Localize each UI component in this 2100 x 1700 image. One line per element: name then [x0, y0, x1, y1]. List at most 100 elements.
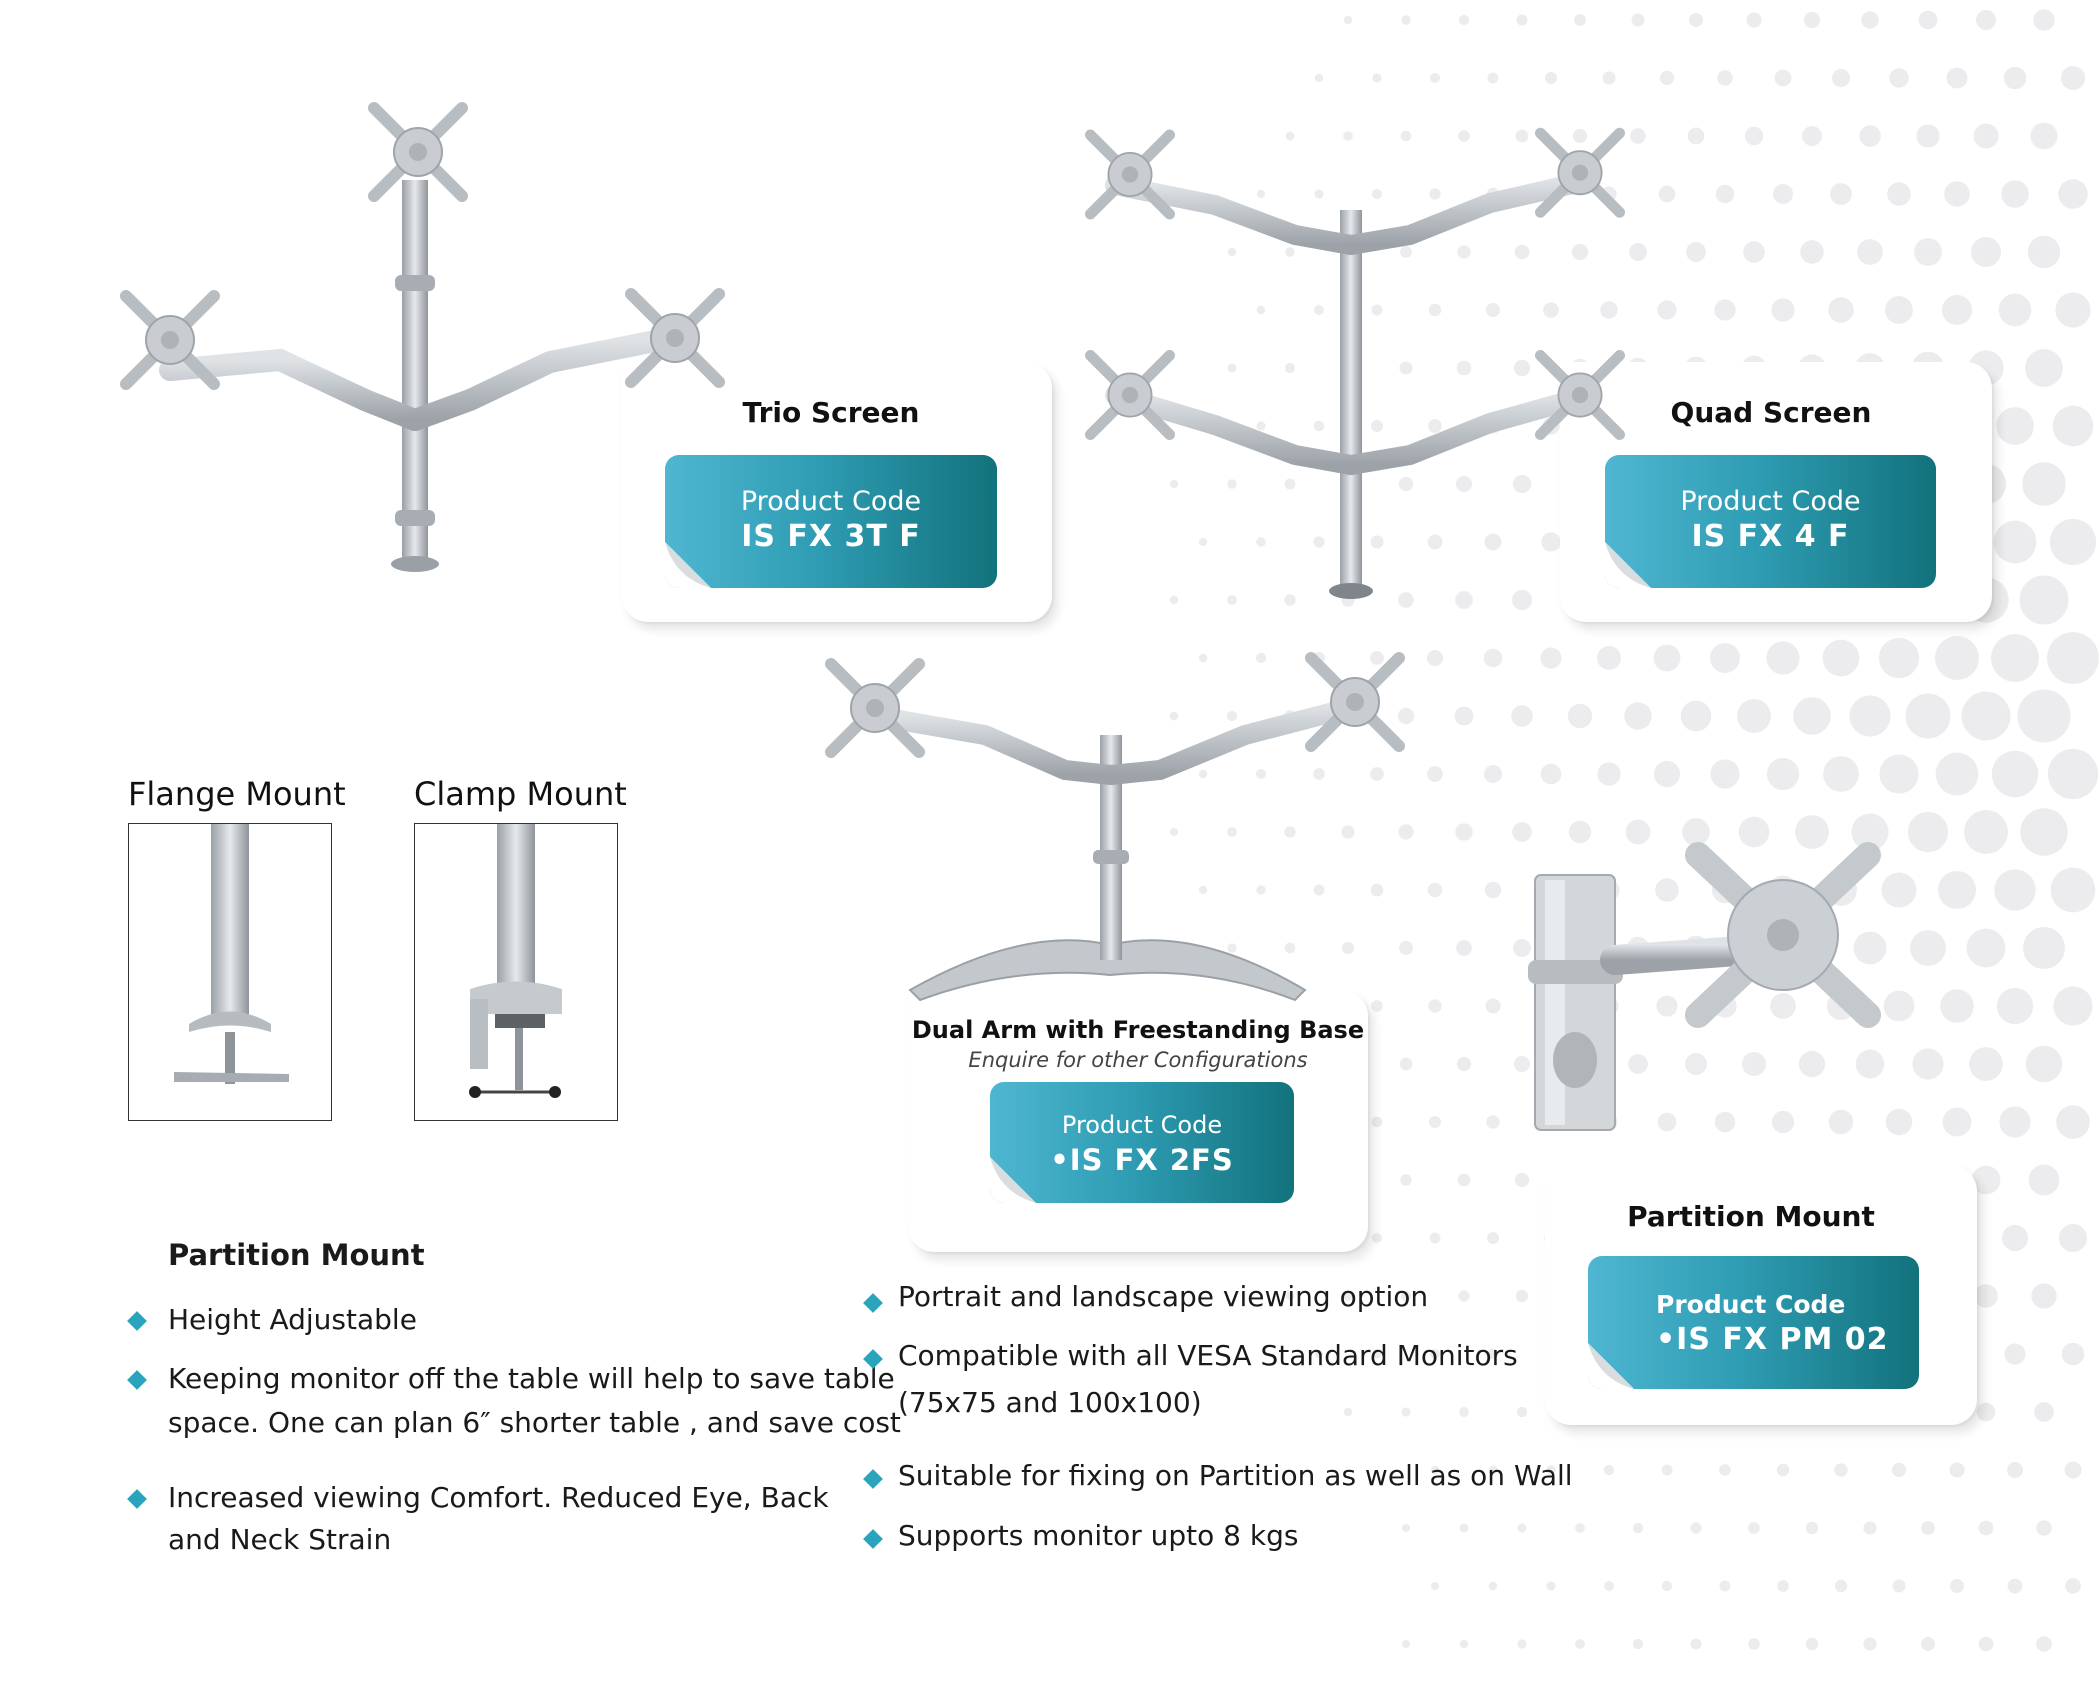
background-dot	[1517, 1523, 1527, 1533]
background-dot	[1834, 1579, 1848, 1593]
background-dot	[1805, 1521, 1819, 1535]
background-dot	[1766, 757, 1800, 791]
background-dot	[1256, 537, 1266, 547]
background-dot	[1400, 246, 1412, 258]
background-dot	[1400, 1174, 1412, 1186]
background-dot	[1314, 73, 1324, 83]
background-dot	[1682, 818, 1710, 846]
background-dot	[1227, 479, 1237, 489]
quad-screen-image	[1085, 125, 1625, 599]
background-dot	[1313, 536, 1325, 548]
background-dot	[1625, 819, 1651, 845]
background-dot	[1285, 1291, 1295, 1301]
background-dot	[1343, 1407, 1353, 1417]
background-dot	[1430, 1349, 1440, 1359]
background-dot	[1976, 10, 1996, 30]
background-dot	[1540, 763, 1562, 785]
background-dot	[1399, 361, 1413, 375]
background-dot	[1455, 823, 1473, 841]
background-dot	[1686, 242, 1706, 262]
background-dot	[1910, 930, 1946, 966]
background-dot	[1568, 820, 1592, 844]
background-dot	[1879, 754, 1919, 794]
clamp-mount-image	[469, 824, 562, 1098]
feature-item: Increased viewing Comfort. Reduced Eye, …	[168, 1481, 829, 1514]
background-dot	[1714, 299, 1736, 321]
background-dot	[1486, 303, 1500, 317]
background-dot	[1372, 73, 1382, 83]
background-dot	[1511, 589, 1533, 611]
background-dot	[2019, 575, 2069, 625]
background-dot	[1459, 1639, 1469, 1649]
background-dot	[1907, 811, 1949, 853]
background-dot	[1921, 1521, 1935, 1535]
background-dot	[1628, 242, 1648, 262]
background-dot	[1803, 11, 1821, 29]
background-dot	[1685, 1053, 1707, 1075]
background-dot	[1805, 1637, 1819, 1651]
feature-item-continued: and Neck Strain	[168, 1523, 392, 1556]
background-dot	[1511, 705, 1533, 727]
background-dot	[2007, 1578, 2023, 1594]
background-dot	[1905, 693, 1951, 739]
background-dot	[1861, 11, 1879, 29]
background-dot	[1370, 883, 1384, 897]
background-dot	[1659, 70, 1675, 86]
page-curl-icon	[1588, 1343, 1634, 1389]
background-dot	[1574, 14, 1586, 26]
background-dot	[1999, 1106, 2031, 1138]
quad-screen-title: Quad Screen	[1670, 396, 1872, 429]
background-dot	[1284, 594, 1296, 606]
background-dot	[1632, 1638, 1644, 1650]
background-dot	[1575, 1523, 1585, 1533]
background-dot	[1429, 188, 1441, 200]
background-dot	[1484, 881, 1502, 899]
background-dot	[1571, 243, 1589, 261]
background-dot	[1427, 882, 1443, 898]
background-dot	[1964, 810, 2008, 854]
background-dot	[1944, 181, 1970, 207]
flange-mount-box	[128, 823, 332, 1121]
background-dot	[2025, 349, 2063, 387]
background-dot	[1313, 884, 1325, 896]
background-dot	[2001, 1224, 2029, 1252]
background-dot	[1657, 300, 1677, 320]
background-dot	[1545, 72, 1557, 84]
product-code-value: •IS FX 2FS	[1050, 1143, 1234, 1177]
background-dot	[2061, 1342, 2085, 1366]
background-dot	[1430, 1581, 1440, 1591]
background-dot	[1656, 995, 1678, 1017]
background-dot	[1991, 634, 2039, 682]
partition-mount-image	[1528, 842, 1881, 1131]
background-dot	[1454, 706, 1474, 726]
background-dot	[1719, 1464, 1731, 1476]
background-dot	[1892, 1579, 1906, 1593]
background-dot	[1256, 189, 1266, 199]
background-dot	[1655, 878, 1679, 902]
background-dot	[1572, 128, 1588, 144]
background-dot	[2017, 689, 2071, 743]
background-dot	[1428, 419, 1442, 433]
background-dot	[1198, 769, 1208, 779]
background-dot	[1935, 636, 1979, 680]
background-dot	[1653, 760, 1681, 788]
background-dot	[1741, 1051, 1767, 1077]
background-dot	[1776, 1463, 1790, 1477]
background-dot	[1459, 1523, 1469, 1533]
background-dot	[1399, 1057, 1413, 1071]
background-dot	[1738, 816, 1770, 848]
background-dot	[1978, 1636, 1994, 1652]
background-dot	[2036, 1636, 2052, 1652]
dual-arm-freestanding-image	[825, 660, 1405, 1002]
page-curl-icon	[1605, 542, 1651, 588]
background-dot	[1456, 1056, 1472, 1072]
background-dot	[2033, 9, 2055, 31]
background-dot	[1853, 931, 1887, 965]
background-dot	[1313, 420, 1325, 432]
background-dot	[1942, 1107, 1972, 1137]
background-dot	[1370, 767, 1384, 781]
feature-item: Keeping monitor off the table will help …	[168, 1362, 895, 1395]
background-dot	[1400, 130, 1412, 142]
background-dot	[1937, 870, 1977, 910]
background-dot	[1800, 240, 1824, 264]
